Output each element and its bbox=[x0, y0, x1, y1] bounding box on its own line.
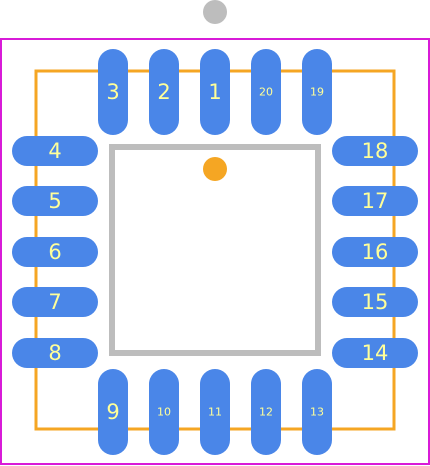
pad-17-shape bbox=[332, 186, 418, 216]
pad-17: 17 bbox=[332, 186, 418, 216]
pad-13-label: 13 bbox=[310, 406, 324, 419]
pad-5: 5 bbox=[12, 186, 98, 216]
component-body-outline bbox=[109, 144, 321, 356]
pad-16-shape bbox=[332, 237, 418, 267]
pad-19-label: 19 bbox=[310, 86, 324, 99]
pad-15-shape bbox=[332, 287, 418, 317]
pad-11-shape bbox=[200, 369, 230, 455]
pad-18-shape bbox=[332, 136, 418, 166]
pad-8-label: 8 bbox=[48, 341, 61, 365]
courtyard-outline bbox=[0, 38, 430, 465]
pad-19-shape bbox=[302, 49, 332, 135]
pad-8: 8 bbox=[12, 338, 98, 368]
pad-16-label: 16 bbox=[362, 240, 389, 264]
pad-13: 13 bbox=[302, 369, 332, 455]
pad-16: 16 bbox=[332, 237, 418, 267]
pad-9: 9 bbox=[98, 369, 128, 455]
pad-5-label: 5 bbox=[48, 189, 61, 213]
pad-4-shape bbox=[12, 136, 98, 166]
pad-15: 15 bbox=[332, 287, 418, 317]
pad-10-shape bbox=[149, 369, 179, 455]
pad-2: 2 bbox=[149, 49, 179, 135]
pad-9-label: 9 bbox=[106, 400, 119, 424]
pad-9-shape bbox=[98, 369, 128, 455]
pad-20: 20 bbox=[251, 49, 281, 135]
origin-marker-icon bbox=[203, 0, 227, 24]
pad-10-label: 10 bbox=[157, 406, 171, 419]
pad-6-shape bbox=[12, 237, 98, 267]
pad-14-label: 14 bbox=[362, 341, 389, 365]
pad-4-label: 4 bbox=[48, 139, 61, 163]
pad-15-label: 15 bbox=[362, 290, 389, 314]
pad-7: 7 bbox=[12, 287, 98, 317]
pad-4: 4 bbox=[12, 136, 98, 166]
pad-1: 1 bbox=[200, 49, 230, 135]
pad-12-label: 12 bbox=[259, 406, 273, 419]
pad-10: 10 bbox=[149, 369, 179, 455]
pad-1-label: 1 bbox=[208, 80, 221, 104]
pad-5-shape bbox=[12, 186, 98, 216]
pad-12-shape bbox=[251, 369, 281, 455]
pad-6-label: 6 bbox=[48, 240, 61, 264]
pad-12: 12 bbox=[251, 369, 281, 455]
pad-8-shape bbox=[12, 338, 98, 368]
pad-14: 14 bbox=[332, 338, 418, 368]
pad-2-label: 2 bbox=[157, 80, 170, 104]
pad-3-shape bbox=[98, 49, 128, 135]
pad-6: 6 bbox=[12, 237, 98, 267]
pad-2-shape bbox=[149, 49, 179, 135]
pin1-marker-icon bbox=[203, 157, 227, 181]
pad-14-shape bbox=[332, 338, 418, 368]
pad-3: 3 bbox=[98, 49, 128, 135]
pad-1-shape bbox=[200, 49, 230, 135]
pad-11-label: 11 bbox=[208, 406, 222, 419]
pad-7-label: 7 bbox=[48, 290, 61, 314]
pad-20-shape bbox=[251, 49, 281, 135]
pad-11: 11 bbox=[200, 369, 230, 455]
pad-17-label: 17 bbox=[362, 189, 389, 213]
pad-20-label: 20 bbox=[259, 86, 273, 99]
pad-13-shape bbox=[302, 369, 332, 455]
pad-18: 18 bbox=[332, 136, 418, 166]
pad-19: 19 bbox=[302, 49, 332, 135]
pad-7-shape bbox=[12, 287, 98, 317]
pad-3-label: 3 bbox=[106, 80, 119, 104]
pad-18-label: 18 bbox=[362, 139, 389, 163]
